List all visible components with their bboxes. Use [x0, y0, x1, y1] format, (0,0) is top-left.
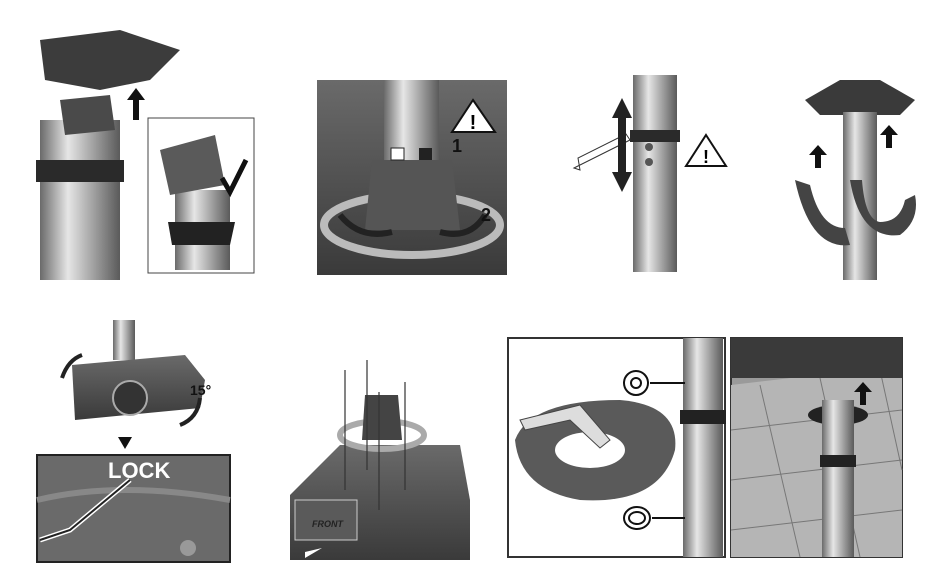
- warning-icon: [684, 133, 728, 167]
- svg-text:!: !: [703, 147, 709, 167]
- warning-icon: [450, 98, 497, 133]
- checkmark-icon: [219, 158, 249, 198]
- pole: [683, 338, 723, 557]
- panel-adjust-height: !: [572, 75, 728, 272]
- front-label: FRONT: [312, 519, 344, 529]
- pole-collar: [36, 160, 124, 182]
- utility-knife-icon: [519, 404, 611, 449]
- adapter: [362, 395, 402, 440]
- rotate-arrow-icon: [337, 213, 393, 237]
- arrow-up-icon: [880, 125, 898, 148]
- projector-lens: [112, 380, 148, 416]
- panel-ceiling-cover: [730, 337, 903, 558]
- panel-cut-cover: [507, 337, 726, 558]
- svg-text:!: !: [470, 112, 477, 134]
- panel-attach-bracket: [36, 30, 255, 280]
- ceiling-bracket: [805, 80, 915, 115]
- lock-detail-inset: [36, 454, 231, 563]
- cover-right: [850, 180, 916, 236]
- pole-adapter: [60, 95, 115, 135]
- cover-left: [795, 180, 850, 246]
- arrow-up-icon: [854, 382, 872, 405]
- tilt-arrow-icon: [179, 397, 202, 427]
- unlock-icon: [390, 147, 405, 161]
- lock-label: LOCK: [108, 458, 170, 483]
- tilt-angle-label: 15°: [190, 382, 211, 398]
- front-detail-inset: [294, 499, 358, 541]
- ceiling-tiles: [731, 365, 902, 557]
- arrow-up-icon: [127, 88, 145, 120]
- cover-ring-large-icon: [623, 506, 651, 530]
- panel-tilt-lock: 15° LOCK: [36, 320, 231, 563]
- lock-icon: [419, 148, 432, 160]
- panel-attach-screws: FRONT: [290, 360, 470, 560]
- up-down-arrow-icon: [612, 98, 632, 192]
- pole: [633, 75, 677, 272]
- arrow-up-icon: [809, 145, 827, 168]
- panel-rotate-adapter: ! 1 2: [317, 80, 507, 275]
- ceiling-bracket: [40, 30, 180, 90]
- pole: [822, 400, 854, 557]
- arrow-down-icon: [118, 437, 132, 449]
- rotate-arrow-icon: [439, 213, 488, 237]
- pole: [40, 120, 120, 280]
- step-number-2: 2: [481, 205, 491, 225]
- screws: [344, 360, 406, 510]
- arrow-icon: [305, 548, 322, 558]
- cover-ring-small-icon: [623, 370, 649, 396]
- step-number-1: 1: [452, 136, 462, 156]
- panel-pole-covers: [795, 80, 916, 280]
- rotate-arrow-icon: [60, 353, 83, 379]
